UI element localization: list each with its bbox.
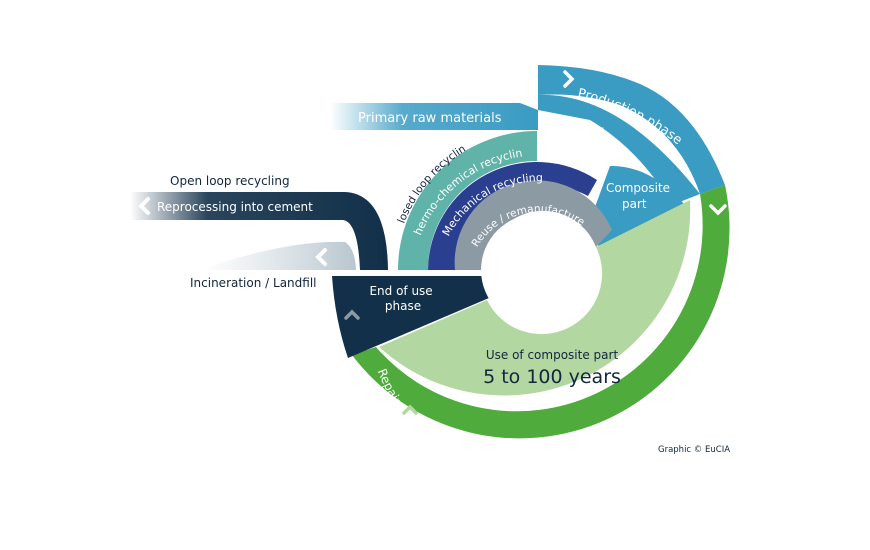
composite-part-label: Composite part [606, 181, 674, 211]
center-hole [481, 214, 593, 326]
end-of-use-segment [332, 276, 489, 358]
use-phase-arc [352, 185, 730, 439]
landfill-label: Incineration / Landfill [190, 276, 317, 290]
open-loop-label: Open loop recycling [170, 174, 290, 188]
cement-label: Reprocessing into cement [157, 200, 313, 214]
chevron-right-icon [320, 106, 333, 126]
thermo-chemical-band [398, 131, 537, 270]
primary-raw-materials-label: Primary raw materials [358, 111, 502, 126]
chevron-left-icon [138, 197, 150, 215]
use-of-part-segment [379, 200, 691, 396]
fibre-resin-segment [538, 94, 700, 205]
chevron-up-icon [402, 404, 418, 415]
composite-part-segment [587, 165, 685, 248]
chevron-up-icon [344, 309, 360, 320]
credit-label: Graphic © EuCIA [658, 445, 730, 455]
chevron-left-icon [315, 248, 327, 266]
chevron-right-icon [563, 70, 575, 88]
lifetime-label: 5 to 100 years [483, 366, 621, 388]
primary-raw-materials-arrow [330, 103, 538, 130]
mechanical-band [428, 161, 597, 270]
cement-arrow [130, 192, 388, 270]
closed-loop-band [384, 123, 537, 276]
end-of-use-label: End of use phase [369, 284, 436, 313]
fibre-resin-label: Fibre and resin [549, 126, 608, 156]
production-phase-arc [538, 65, 725, 194]
landfill-arrow [200, 241, 356, 270]
use-of-part-label: Use of composite part [486, 348, 619, 362]
reuse-band [454, 180, 612, 270]
chevron-down-icon [709, 204, 727, 216]
use-phase-label: Use phase [587, 424, 652, 460]
